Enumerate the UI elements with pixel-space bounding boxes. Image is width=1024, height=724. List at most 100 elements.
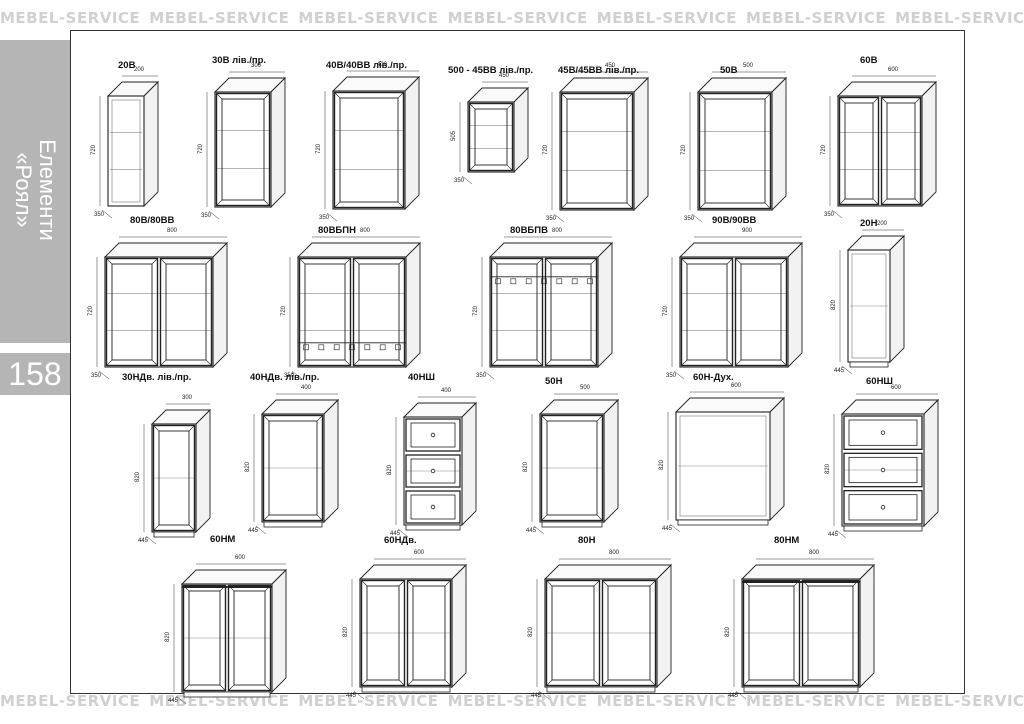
door-panel <box>233 590 266 686</box>
cabinet-side <box>597 241 613 369</box>
door-bevel <box>491 359 498 366</box>
door-bevel <box>398 359 405 366</box>
cabinet-drawing <box>671 236 804 380</box>
door-bevel <box>626 93 633 100</box>
cabinet-top <box>103 242 229 258</box>
door-bevel <box>839 97 846 104</box>
cabinet-side <box>143 80 159 208</box>
depth-dim-line <box>735 690 747 700</box>
cabinet-drawing <box>324 70 421 222</box>
door-panel <box>111 263 153 361</box>
cabinet-drawing <box>206 71 287 220</box>
cabinet-drawing <box>351 558 468 700</box>
drawer-knob <box>430 432 436 438</box>
drawer-panel <box>848 419 918 446</box>
cabinet-top <box>180 569 288 585</box>
width-dimension: 800 <box>609 550 620 556</box>
door-bevel <box>914 97 921 104</box>
cabinet-drawing <box>459 81 530 185</box>
door-bevel <box>602 679 609 686</box>
door-bevel <box>602 580 609 587</box>
door-panel <box>844 102 874 200</box>
door-bevel <box>188 425 195 432</box>
door-bevel <box>334 92 341 99</box>
rack-slot <box>571 278 578 285</box>
door-bevel <box>764 202 771 209</box>
cabinet-label: 50Н <box>545 376 563 387</box>
door-frame <box>601 579 657 687</box>
cabinet-drawing <box>733 558 876 700</box>
plinth <box>677 519 769 526</box>
open-interior <box>679 415 767 517</box>
brand-text: MEBEL-SERVICE <box>0 692 141 710</box>
depth-dim-line <box>841 365 853 375</box>
rack-slot <box>587 278 593 285</box>
brand-text: MEBEL-SERVICE <box>596 9 737 27</box>
door-bevel <box>188 524 195 531</box>
cabinet-front <box>467 101 515 173</box>
cabinet-drawing <box>253 393 340 535</box>
width-dimension: 600 <box>235 555 246 561</box>
door-bevel <box>263 199 270 206</box>
depth-dimension: 445 <box>834 368 845 374</box>
rack-slot <box>541 278 547 285</box>
cabinet-drawing <box>833 393 940 539</box>
door-bevel <box>353 258 360 265</box>
depth-dim-line <box>483 370 495 380</box>
cabinet-drawing <box>99 75 160 219</box>
door-bevel <box>160 359 167 366</box>
door-bevel <box>872 198 879 205</box>
cabinet-drawing <box>395 396 478 538</box>
height-dimension: 820 <box>387 464 394 476</box>
door-bevel <box>397 92 404 99</box>
door-bevel <box>353 359 360 366</box>
depth-dimension: 350 <box>319 215 330 221</box>
width-dimension: 450 <box>499 73 510 79</box>
depth-dimension: 445 <box>526 528 537 534</box>
brand-text: MEBEL-SERVICE <box>149 9 290 27</box>
cabinet-label: 20В <box>118 60 136 71</box>
cabinet-side <box>603 398 619 524</box>
door-bevel <box>216 199 223 206</box>
drawer-knob <box>880 430 886 435</box>
rack-slot <box>510 278 517 285</box>
door-panel <box>546 420 598 516</box>
height-dimension: 720 <box>281 305 288 317</box>
drawer-panel <box>410 422 456 448</box>
cabinet-label: 45В/45ВВ лів./пр. <box>558 65 639 76</box>
height-dimension: 820 <box>825 463 832 475</box>
depth-dimension: 445 <box>728 693 739 699</box>
door-frame <box>352 257 406 367</box>
cabinet-side <box>769 396 785 522</box>
drawer-front <box>405 490 461 524</box>
door-panel <box>268 420 318 516</box>
depth-dimension: 350 <box>201 213 212 219</box>
cabinet-label: 60Н-Дух. <box>693 372 734 383</box>
depth-dim-line <box>208 210 220 220</box>
cabinet-top <box>331 76 421 92</box>
drawer-front <box>405 454 461 488</box>
door-bevel <box>151 359 158 366</box>
door-bevel <box>316 514 323 521</box>
cabinet-side <box>656 563 672 689</box>
door-panel <box>551 585 595 681</box>
cabinet-drawing <box>839 229 906 375</box>
plinth <box>843 525 923 532</box>
door-frame <box>262 414 324 522</box>
width-dimension: 600 <box>888 67 899 73</box>
cabinet-front <box>297 256 407 368</box>
door-bevel <box>764 93 771 100</box>
door-panel <box>188 590 221 686</box>
cabinet-label: 40НДв. лів./пр. <box>250 372 320 383</box>
cabinet-side <box>513 86 529 174</box>
door-bevel <box>344 359 351 366</box>
height-dimension: 720 <box>91 144 98 156</box>
rack-slot <box>318 344 325 351</box>
door-bevel <box>681 359 688 366</box>
cabinet-top <box>296 242 422 258</box>
door-bevel <box>802 679 809 686</box>
depth-dimension: 350 <box>546 216 557 222</box>
door-bevel <box>407 580 414 587</box>
section-title: Елементи «Роял» <box>11 139 60 241</box>
